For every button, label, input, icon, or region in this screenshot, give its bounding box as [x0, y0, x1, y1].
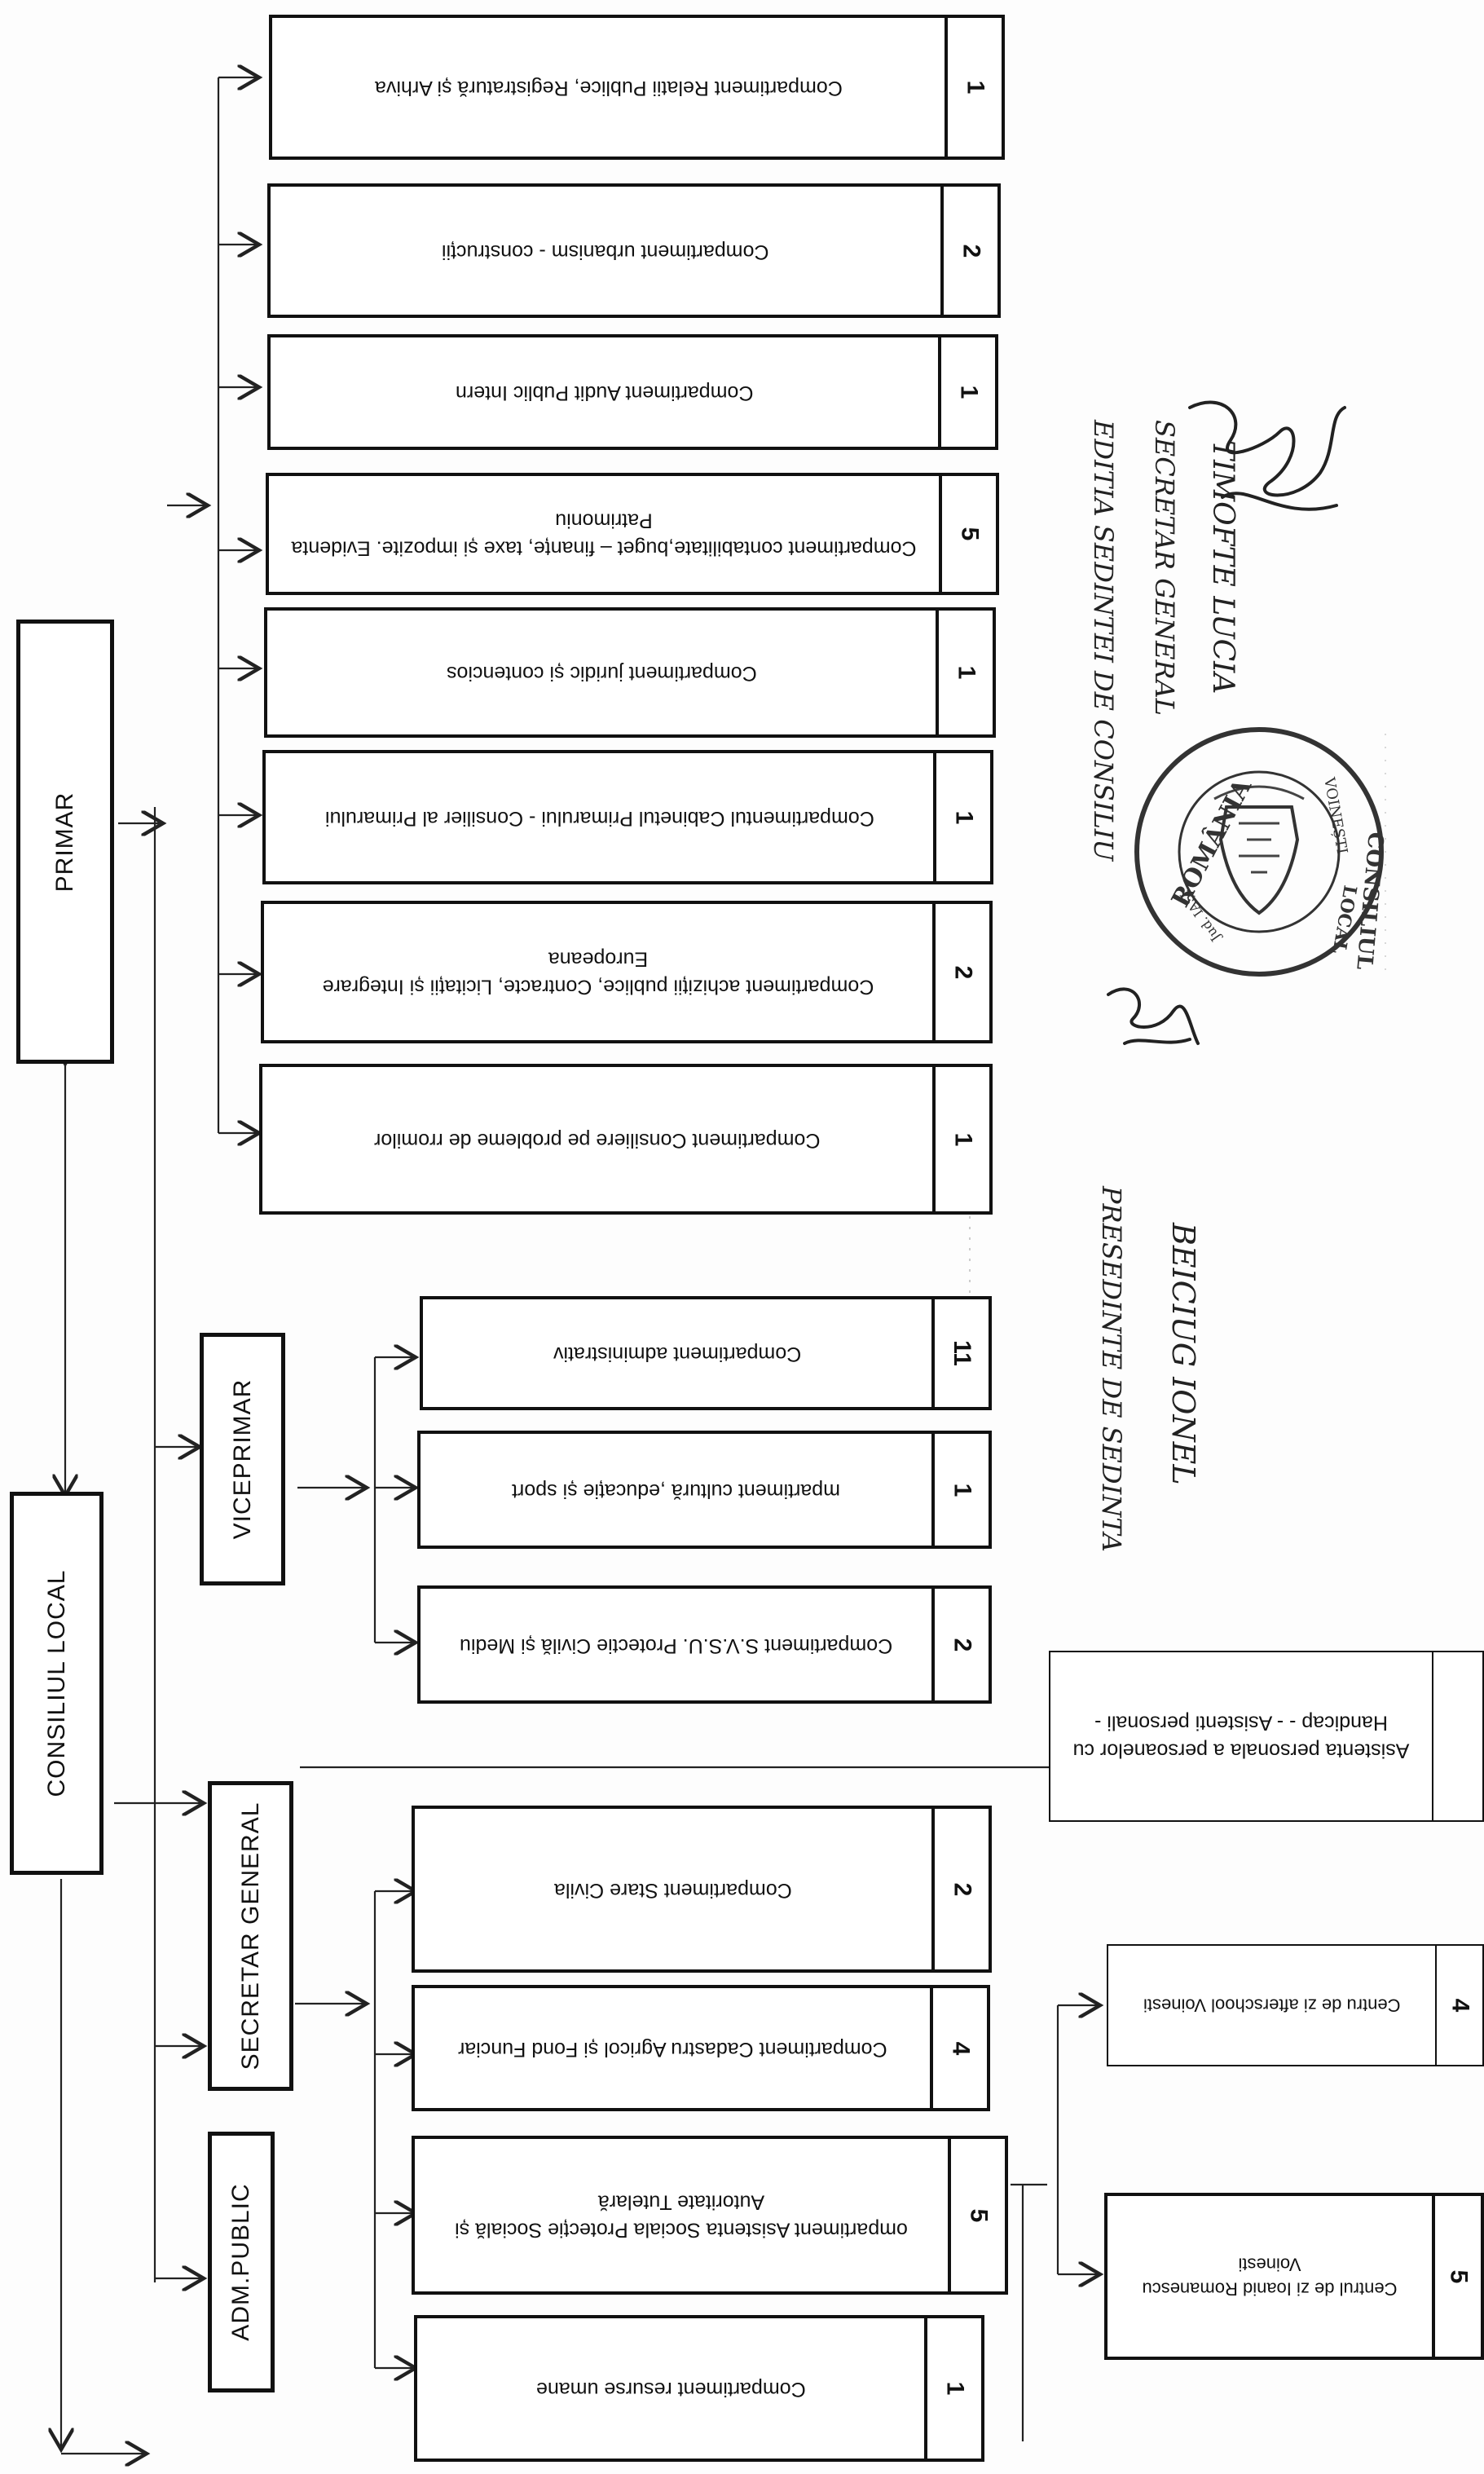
unit-label: Compartiment Cadastru Agricol și Fond Fu…: [457, 2037, 887, 2061]
unit-asistenta-sociala: 5 ompartiment Asistenta Sociala Protecți…: [412, 2136, 1008, 2295]
unit-label: Compartiment urbanism - construcții: [442, 240, 769, 263]
unit-label: mpartiment cultură ,educație și sport: [512, 1479, 840, 1502]
adm-public-box: ADM.PUBLIC: [208, 2132, 275, 2392]
unit-contabilitate: 5 Compartiment contabilitate,buget – fin…: [266, 473, 999, 595]
unit-count: 1: [945, 18, 1002, 157]
secretar-general-box: SECRETAR GENERAL: [208, 1781, 293, 2091]
unit-svsu: 2 Compartiment S.V.S.U. Protectie Civilă…: [417, 1585, 992, 1704]
centrul-ioanid-romanescu-box: 5 Centrul de zi Ioanid Romanescu Voinest…: [1104, 2193, 1484, 2360]
signature-presedinte: [1107, 987, 1200, 1045]
unit-label: Compartiment Relatii Publice, Registratu…: [374, 76, 843, 99]
unit-label: Centrul de zi Ioanid Romanescu Voinesti: [1142, 2254, 1398, 2300]
primar-label: PRIMAR: [51, 792, 78, 892]
unit-label: Compartiment juridic și contencios: [446, 661, 757, 685]
viceprimar-box: VICEPRIMAR: [200, 1333, 285, 1585]
unit-resurse-umane: 1 Compartiment resurse umane: [414, 2315, 984, 2462]
unit-relatii-publice: 1 Compartiment Relatii Publice, Registra…: [269, 15, 1005, 160]
unit-audit-public: 1 Compartiment Audit Public Intern: [267, 334, 998, 450]
unit-consiliere-rromi: 1 Compartiment Consiliere pe probleme de…: [259, 1064, 993, 1215]
unit-administrativ: 11 Compartiment administrativ: [420, 1296, 992, 1410]
svg-text:Jud. IAȘI: Jud. IAȘI: [1177, 887, 1224, 946]
unit-label: Compartiment resurse umane: [535, 2377, 806, 2401]
unit-label: Compartiment administrativ: [553, 1342, 802, 1365]
unit-urbanism: 2 Compartiment urbanism - construcții: [267, 183, 1001, 318]
unit-count: 5: [1432, 2196, 1481, 2357]
unit-count: 2: [931, 1809, 989, 1969]
handwritten-note-5: BEICIUG IONEL: [1165, 1223, 1201, 1485]
primar-box: PRIMAR: [16, 620, 114, 1064]
unit-count: 5: [939, 476, 996, 592]
consiliul-local-label: CONSILIUL LOCAL: [42, 1569, 70, 1797]
svg-text:VOINEȘTI: VOINEȘTI: [1320, 775, 1350, 855]
unit-stare-civila: 2 Compartiment Stare Civila: [412, 1806, 992, 1973]
unit-label: ompartiment Asistenta Sociala Protecție …: [455, 2190, 908, 2242]
unit-count: 1: [924, 2318, 981, 2459]
unit-label: Compartiment Stare Civila: [554, 1878, 792, 1902]
unit-cabinet-primar: 1 Compartimentul Cabinetul Primarului - …: [262, 750, 993, 884]
signature-secretar: [1188, 400, 1346, 511]
unit-label: Compartiment Consiliere pe probleme de r…: [374, 1128, 821, 1152]
handwritten-note-1: EDITIA SEDINTEI DE CONSILIU: [1088, 420, 1119, 862]
unit-cultura: 1 mpartiment cultură ,educație și sport: [417, 1431, 992, 1549]
unit-count: 4: [1435, 1946, 1482, 2065]
unit-label: Compartiment S.V.S.U. Protectie Civilă ș…: [459, 1634, 893, 1657]
unit-count: 2: [940, 187, 997, 315]
unit-count: 2: [932, 904, 989, 1040]
unit-count: 11: [931, 1299, 989, 1407]
unit-count: 1: [932, 1067, 989, 1211]
centru-afterschool-box: 4 Centru de zi afterschool Voinesti: [1107, 1944, 1484, 2066]
official-stamp: ROMÂNIA VOINEȘTI CONSILIUL LOCAL Jud. IA…: [1134, 727, 1388, 977]
unit-label: Compartiment contabilitate,buget – finan…: [291, 509, 917, 560]
unit-count: 1: [938, 337, 995, 447]
unit-count: 1: [936, 611, 993, 734]
unit-count: 1: [931, 1434, 989, 1546]
unit-count: 4: [930, 1988, 987, 2108]
unit-achizitii: 2 Compartiment achiziții publice, Contra…: [261, 901, 993, 1043]
consiliul-local-box: CONSILIUL LOCAL: [10, 1492, 103, 1875]
adm-public-label: ADM.PUBLIC: [227, 2183, 254, 2341]
unit-label: Asistenta personala a persoanelor cu Han…: [1072, 1712, 1410, 1762]
unit-label: Compartiment Audit Public Intern: [455, 381, 754, 404]
unit-juridic: 1 Compartiment juridic și contencios: [264, 607, 996, 738]
unit-cadastru: 4 Compartiment Cadastru Agricol și Fond …: [412, 1985, 990, 2111]
secretar-general-label: SECRETAR GENERAL: [236, 1801, 264, 2070]
unit-label: Compartimentul Cabinetul Primarului - Co…: [324, 806, 874, 830]
unit-count-empty: [1432, 1652, 1482, 1820]
unit-label: Centru de zi afterschool Voinesti: [1143, 1995, 1401, 2016]
unit-label: Compartiment achiziții publice, Contract…: [322, 947, 874, 999]
viceprimar-label: VICEPRIMAR: [228, 1378, 256, 1540]
unit-count: 1: [933, 753, 990, 881]
unit-count: 5: [948, 2139, 1005, 2291]
handwritten-note-4: PRESEDINTE DE SEDINTA: [1096, 1186, 1127, 1552]
asistenta-personala-box: Asistenta personala a persoanelor cu Han…: [1049, 1651, 1484, 1822]
unit-count: 2: [931, 1589, 989, 1700]
